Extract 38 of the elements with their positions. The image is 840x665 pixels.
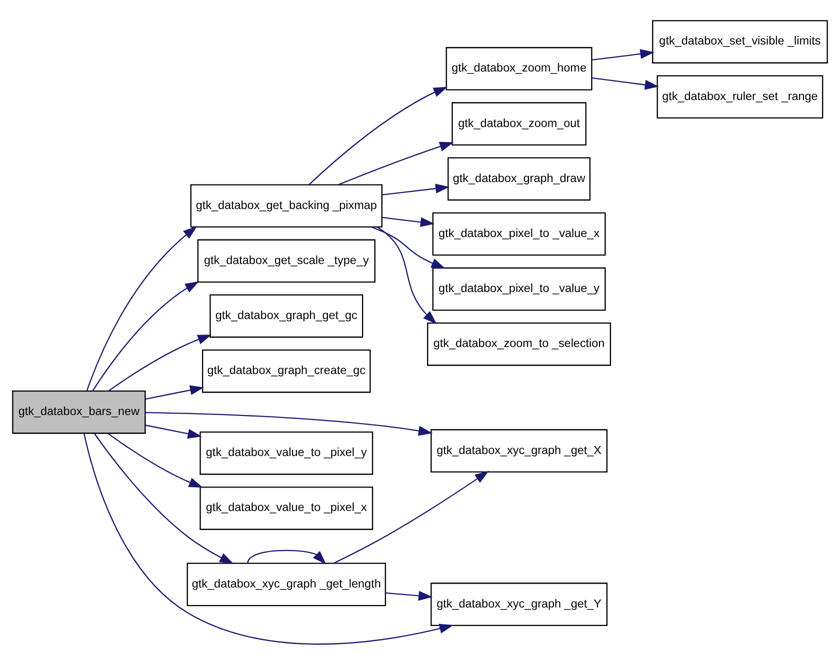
arrow (382, 216, 435, 228)
node-box: gtk_databox_set_visible _limits (652, 20, 828, 64)
node-box: gtk_databox_zoom_out (452, 102, 586, 146)
node-box: gtk_databox_xyc_graph _get_length (186, 562, 386, 606)
arrow (247, 550, 326, 564)
arrow (108, 432, 203, 488)
arrow (592, 49, 654, 60)
node-box: gtk_databox_ruler_set _range (656, 75, 824, 119)
node-box: gtk_databox_pixel_to _value_x (432, 212, 606, 256)
node-box: gtk_databox_zoom_home (446, 47, 592, 90)
arrow (145, 385, 204, 400)
arrow (84, 433, 454, 645)
node-box: gtk_databox_graph_get_gc (210, 294, 364, 338)
arrow (371, 226, 446, 269)
arrow (308, 86, 448, 186)
node-box: gtk_databox_xyc_graph _get_Y (430, 582, 608, 626)
arrow (382, 184, 450, 196)
node-box: gtk_databox_value_to _pixel_y (200, 432, 374, 475)
arrow (86, 226, 198, 392)
arrow (592, 77, 659, 90)
node-box: gtk_databox_get_scale _type_y (197, 239, 376, 283)
node-box: gtk_databox_bars_new (12, 390, 146, 434)
arrow (145, 424, 202, 439)
node-box: gtk_databox_pixel_to _value_y (432, 267, 606, 311)
node-box: gtk_databox_xyc_graph _get_X (430, 429, 608, 472)
node-box: gtk_databox_get_backing _pixmap (190, 184, 382, 228)
arrow (145, 412, 433, 436)
arrow (333, 470, 489, 564)
node-box: gtk_databox_value_to _pixel_x (200, 486, 374, 530)
arrow (94, 433, 234, 564)
arrow (108, 334, 212, 392)
node-box: gtk_databox_graph_draw (448, 157, 591, 201)
arrow (92, 281, 200, 392)
arrow (377, 226, 437, 324)
arrow (338, 142, 454, 186)
node-box: gtk_databox_graph_create_gc (202, 349, 371, 393)
arrow (386, 590, 433, 601)
node-box: gtk_databox_zoom_to _selection (427, 322, 612, 366)
